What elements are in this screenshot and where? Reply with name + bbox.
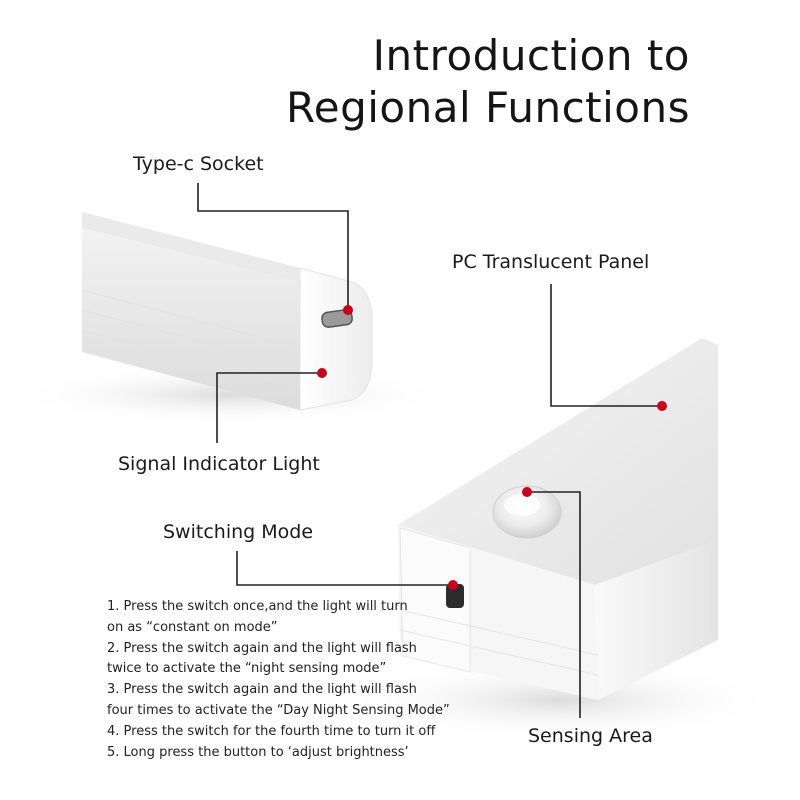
instruction-line: 5. Long press the button to ‘adjust brig…: [107, 744, 409, 760]
leader-switching-mode: [236, 551, 453, 586]
mode-switch: [446, 584, 464, 608]
label-pc-translucent-panel: PC Translucent Panel: [452, 251, 650, 273]
page-title: Introduction to Regional Functions: [286, 30, 690, 134]
instruction-line: 1. Press the switch once,and the light w…: [107, 599, 408, 614]
marker-switching-mode: [448, 580, 458, 590]
type-c-port: [321, 309, 353, 328]
leader-sensing-area: [527, 491, 581, 718]
lower-light-bar: [398, 338, 718, 700]
instruction-line: 2. Press the switch again and the light …: [107, 640, 417, 656]
label-switching-mode: Switching Mode: [163, 521, 314, 543]
instruction-line: twice to activate the “night sensing mod…: [107, 661, 387, 677]
marker-pc-panel: [657, 401, 667, 411]
leader-type-c: [197, 183, 349, 310]
label-type-c-socket: Type-c Socket: [133, 153, 264, 175]
instruction-line: 3. Press the switch again and the light …: [107, 682, 417, 698]
marker-signal-light: [317, 368, 327, 378]
title-line-1: Introduction to: [372, 31, 690, 80]
leader-signal-light: [216, 372, 322, 443]
marker-type-c: [343, 305, 353, 315]
leader-pc-panel: [550, 284, 662, 407]
marker-sensing-area: [522, 487, 532, 497]
instruction-line: four times to activate the “Day Night Se…: [107, 702, 450, 718]
leader-lines: [197, 183, 662, 718]
markers: [317, 305, 667, 590]
instruction-line: 4. Press the switch for the fourth time …: [107, 723, 436, 739]
switch-instructions: 1. Press the switch once,and the light w…: [107, 597, 450, 763]
label-sensing-area: Sensing Area: [528, 725, 653, 747]
bar2-shadow: [340, 660, 780, 740]
title-line-2: Regional Functions: [285, 83, 690, 132]
label-signal-indicator-light: Signal Indicator Light: [118, 453, 320, 475]
instruction-line: on as “constant on mode”: [107, 619, 278, 635]
